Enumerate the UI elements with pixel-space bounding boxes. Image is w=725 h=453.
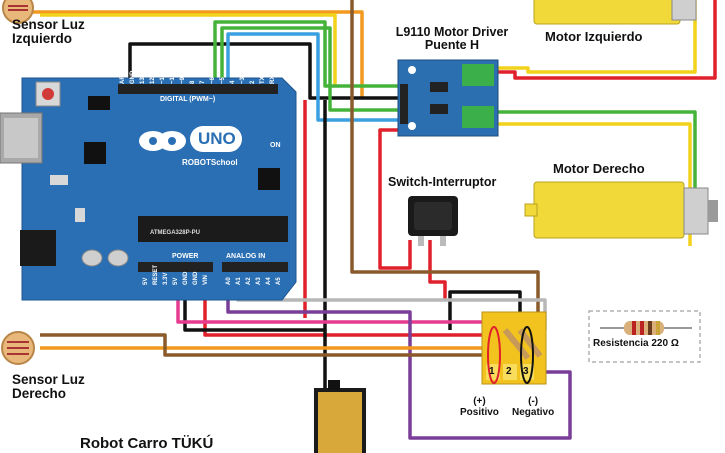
digital-pin-label: ~10 xyxy=(170,73,176,84)
wire-black-breadboard xyxy=(448,290,522,330)
driver-board xyxy=(397,59,499,137)
on-label: ON xyxy=(270,142,281,149)
analog-pin-label: A1 xyxy=(236,277,242,285)
digital-pin-label: 8 xyxy=(190,80,196,84)
digital-pin-label: ~9 xyxy=(180,77,186,84)
analog-header-label: ANALOG IN xyxy=(226,253,266,260)
digital-pin-label: AREF xyxy=(120,67,126,84)
motor-left-label: Motor Izquierdo xyxy=(545,29,643,44)
switch-body xyxy=(408,196,458,246)
digital-pin-label: 7 xyxy=(200,80,206,84)
sensor-left-label: Sensor Luz Izquierdo xyxy=(12,17,85,47)
digital-header-label: DIGITAL (PWM~) xyxy=(160,96,216,103)
wire-orange-sensor-left xyxy=(15,10,364,98)
digital-pin-label: GND xyxy=(130,70,136,84)
breadboard-column-label: 1 xyxy=(489,366,495,377)
digital-pin-label: 4 xyxy=(230,80,236,84)
wire-yellow-sensor-left xyxy=(40,13,337,86)
wire-purple-a0 xyxy=(226,268,572,440)
analog-pin-label: A5 xyxy=(276,277,282,285)
power-pin-label: 3.3V xyxy=(163,272,169,285)
power-header-label: POWER xyxy=(172,253,199,260)
breadboard-body xyxy=(481,311,547,385)
wire-red-motor-left xyxy=(495,0,717,80)
switch-label: Switch-Interruptor xyxy=(388,175,497,189)
battery-body xyxy=(314,380,366,453)
analog-pin-label: A0 xyxy=(226,277,232,285)
power-pin-label: VIN xyxy=(203,274,209,285)
motor-right-label: Motor Derecho xyxy=(553,161,645,176)
chip-label: ATMEGA328P-PU xyxy=(150,230,200,236)
breadboard-column-label: 3 xyxy=(523,366,529,377)
digital-pin-label: 12 xyxy=(150,77,156,84)
ldr-right xyxy=(1,331,35,365)
analog-pin-label: A2 xyxy=(246,277,252,285)
wire-blue-d5 xyxy=(226,32,405,122)
wire-red-switch xyxy=(428,240,447,300)
analog-pin-label: A3 xyxy=(256,277,262,285)
ldr-left xyxy=(2,0,34,24)
positive-label: (+) Positivo xyxy=(460,396,499,418)
negative-label: (-) Negativo xyxy=(512,396,555,418)
analog-pin-label: A4 xyxy=(266,277,272,285)
driver-label: L9110 Motor Driver Puente H xyxy=(395,25,509,53)
power-pin-label: 5V xyxy=(173,277,179,285)
digital-pin-label: TX 1 xyxy=(260,71,266,84)
board-brand: ROBOTSchool xyxy=(182,158,238,167)
digital-pin-label: 13 xyxy=(140,77,146,84)
breadboard-column-label: 2 xyxy=(506,366,512,377)
arduino-board xyxy=(0,77,297,301)
resistor-legend-label: Resistencia 220 Ω xyxy=(593,338,679,349)
diagram-title: Robot Carro TÜKÚ xyxy=(80,435,214,452)
digital-pin-label: RX 0 xyxy=(270,70,276,84)
wire-green-d6 xyxy=(220,26,405,112)
power-pin-label: RESET xyxy=(153,264,159,285)
power-pin-label: 5V xyxy=(143,277,149,285)
wire-brown-sensor-right xyxy=(40,333,500,357)
digital-pin-label: ~6 xyxy=(210,77,216,84)
sensor-right-label: Sensor Luz Derecho xyxy=(12,372,85,402)
motor-left-body xyxy=(533,0,697,25)
power-pin-label: GND xyxy=(183,271,189,285)
board-model: UNO xyxy=(198,129,236,148)
digital-pin-label: ~5 xyxy=(220,77,226,84)
digital-pin-label: ~3 xyxy=(240,77,246,84)
wire-red-driver-vcc xyxy=(378,128,412,270)
wire-yellow-motor-left xyxy=(495,0,697,74)
wire-green-motor-right xyxy=(495,110,697,225)
digital-pin-label: ~11 xyxy=(160,74,166,84)
motor-right-body xyxy=(524,181,718,239)
resistor-legend-box xyxy=(588,310,701,363)
wire-black-driver xyxy=(128,42,405,100)
power-pin-label: GND xyxy=(193,271,199,285)
digital-pin-label: 2 xyxy=(250,80,256,84)
